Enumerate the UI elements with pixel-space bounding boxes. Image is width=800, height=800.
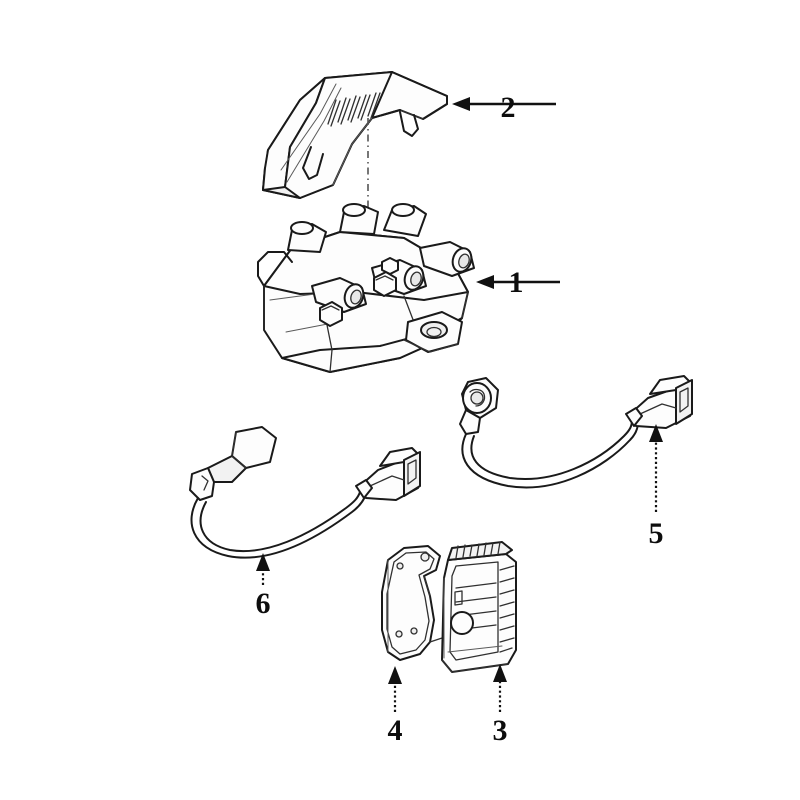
module-bottom-lip (441, 659, 509, 673)
coil-cover-right-lip (391, 71, 448, 120)
coil-cover-front-face (284, 71, 393, 199)
knock-sensor-connector-seam (639, 403, 677, 415)
callout-6-leader (256, 553, 270, 585)
part-module-mounting-bracket[interactable] (381, 545, 449, 661)
module-connector-rail (447, 541, 513, 561)
crank-sensor-collar-edge (231, 455, 247, 469)
crank-sensor-connector-pin-window (407, 459, 417, 485)
crank-sensor-head (189, 467, 215, 501)
callout-number-5: 5 (649, 517, 664, 550)
coil-cover-tab-right (399, 111, 419, 137)
coil-cover-lip-inner (371, 109, 401, 119)
coil-pack-left-boss (257, 251, 293, 287)
module-connector-pins (455, 541, 501, 559)
part-ignition-coil-pack[interactable] (257, 203, 475, 373)
bracket-hole-bottom-left (395, 630, 403, 638)
module-bottom-shade (447, 645, 503, 653)
knock-sensor-face-detail (469, 388, 486, 407)
coil-cover-louvers (327, 92, 381, 127)
crank-sensor-cable-outer (190, 493, 367, 559)
callout-1-leader (476, 275, 560, 289)
coil-cover-lip-edge (399, 109, 424, 120)
callout-4-arrowhead (388, 666, 402, 684)
bracket-hole-bottom-right (410, 627, 418, 635)
coil-pack-bolt-bosses (319, 257, 399, 327)
knock-sensor-bolt-hole (470, 391, 484, 405)
coil-cover-crease-lower (286, 87, 342, 183)
knock-sensor-cable-inner (470, 419, 633, 480)
module-mount-boss (450, 611, 474, 635)
module-port (454, 590, 463, 606)
crank-sensor-connector-seam (369, 475, 405, 487)
callout-4-leader (388, 666, 402, 712)
crank-sensor-connector-end (403, 451, 421, 497)
coil-cover-crease-right (332, 117, 373, 186)
coil-pack-ear-underside (403, 339, 459, 353)
bracket-hole-top-left (396, 562, 404, 570)
coil-cover-crease-upper (280, 83, 337, 171)
callout-6-arrowhead (256, 553, 270, 571)
crank-sensor-cable-inner (199, 491, 361, 552)
knock-sensor-lug (459, 409, 481, 435)
callout-5-arrowhead (649, 424, 663, 442)
coil-pack-front-corner (329, 349, 333, 373)
callout-5-leader (649, 424, 663, 512)
callout-2-leader (452, 97, 556, 111)
callout-1-arrowhead (476, 275, 494, 289)
coil-cover-tab-left (302, 146, 324, 180)
coil-pack-mounting-hole (420, 321, 448, 339)
callout-number-1: 1 (509, 266, 524, 299)
callout-3-leader (493, 664, 507, 712)
part-knock-sensor[interactable] (459, 375, 693, 489)
crank-sensor-head-detail (201, 475, 209, 491)
crank-sensor-barrel-edge (231, 431, 237, 457)
callout-2-arrowhead (452, 97, 470, 111)
knock-sensor-strain-relief (625, 407, 643, 427)
callout-number-3: 3 (493, 714, 508, 747)
knock-sensor-connector-end (675, 379, 693, 425)
coil-pack-mounting-hole-inner (426, 326, 442, 338)
coil-pack-ht-towers-front (311, 241, 475, 313)
part-crank-position-sensor[interactable] (189, 426, 421, 559)
part-ignition-control-module[interactable] (441, 541, 517, 673)
coil-pack-right-edge (461, 291, 469, 319)
bracket-fold-line (423, 575, 431, 597)
part-coil-cover[interactable] (262, 71, 448, 199)
crank-sensor-strain-relief (355, 479, 373, 499)
callout-number-2: 2 (501, 91, 516, 124)
callout-number-6: 6 (256, 587, 271, 620)
knock-sensor-connector-tab (649, 375, 693, 395)
crank-sensor-connector-tab (379, 447, 421, 467)
bracket-hole-top-right (420, 552, 430, 562)
callout-number-4: 4 (388, 714, 403, 747)
knock-sensor-cable-outer (461, 421, 639, 489)
knock-sensor-connector-pin-window (679, 387, 689, 413)
coil-pack-ht-towers-rear (287, 203, 427, 253)
module-cooling-fins (499, 565, 515, 653)
callout-3-arrowhead (493, 664, 507, 682)
